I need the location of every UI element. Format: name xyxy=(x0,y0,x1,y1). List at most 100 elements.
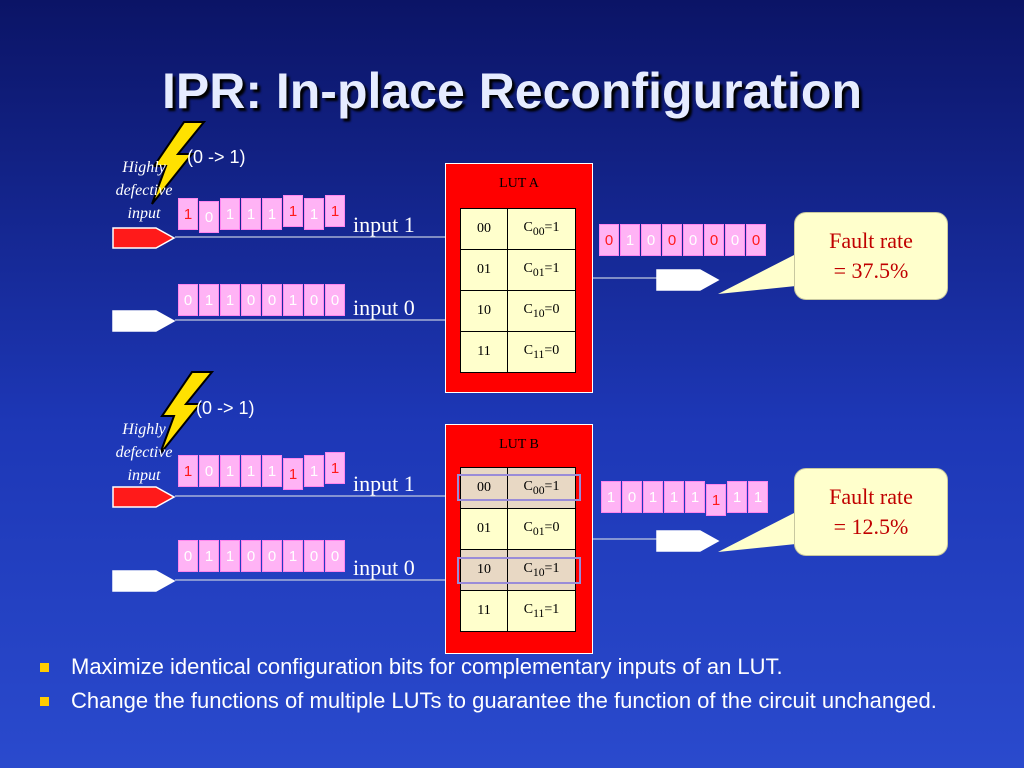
bit: 0 xyxy=(641,224,661,256)
bit: 0 xyxy=(599,224,619,256)
bit: 1 xyxy=(283,284,303,316)
defective-label: Highly defective input xyxy=(115,421,173,484)
lut-a: LUT A 00 C00=1 01 C01=1 10 C10=0 11 C11=… xyxy=(445,163,593,393)
output-arrow xyxy=(656,530,720,552)
bit: 0 xyxy=(262,284,282,316)
lut-row: 00 C00=1 xyxy=(460,208,576,250)
highlight-box xyxy=(457,557,581,584)
transition-label: (0 -> 1) xyxy=(196,398,255,418)
bit: 1 xyxy=(220,455,240,487)
bit: 1 xyxy=(643,481,663,513)
bit: 1 xyxy=(262,198,282,230)
input1-label: input 1 xyxy=(353,471,415,496)
bit: 1 xyxy=(685,481,705,513)
bit: 1 xyxy=(283,540,303,572)
bullet-marker xyxy=(40,663,49,672)
bit: 1 xyxy=(325,452,345,484)
lut-address: 11 xyxy=(460,331,508,373)
lut-config-bit: C00=1 xyxy=(507,208,576,250)
bit: 1 xyxy=(241,198,261,230)
lut-address: 10 xyxy=(460,549,508,591)
bit: 1 xyxy=(304,455,324,487)
lut-address: 00 xyxy=(460,208,508,250)
input0-arrow xyxy=(112,310,176,332)
bit: 0 xyxy=(304,540,324,572)
output-bits: 1 0 1 1 1 1 1 1 xyxy=(601,481,769,516)
bit: 1 xyxy=(304,198,324,230)
lightning-icon xyxy=(159,371,215,455)
output-arrow xyxy=(656,269,720,291)
defective-label: Highly defective input xyxy=(115,159,173,222)
bit: 0 xyxy=(178,540,198,572)
bit: 1 xyxy=(283,195,303,227)
input1-bits: 1 0 1 1 1 1 1 1 xyxy=(178,452,346,490)
bit: 0 xyxy=(241,284,261,316)
lut-row: 11 C11=0 xyxy=(460,331,576,373)
bullet-marker xyxy=(40,697,49,706)
bit: 1 xyxy=(178,198,198,230)
bit: 0 xyxy=(325,540,345,572)
lut-config-bit: C11=0 xyxy=(507,331,576,373)
callout-pointer xyxy=(718,254,796,294)
lut-table: 00 C00=1 01 C01=1 10 C10=0 11 C11=0 xyxy=(460,208,576,373)
transition-label: (0 -> 1) xyxy=(187,147,246,167)
input0-arrow xyxy=(112,570,176,592)
bit: 1 xyxy=(283,458,303,490)
input0-bits: 0 1 1 0 0 1 0 0 xyxy=(178,540,346,574)
bullet-text: Maximize identical configuration bits fo… xyxy=(71,654,783,679)
bit: 1 xyxy=(199,540,219,572)
input0-label: input 0 xyxy=(353,295,415,320)
lut-title: LUT B xyxy=(499,437,539,452)
bit: 1 xyxy=(620,224,640,256)
bit: 0 xyxy=(199,201,219,233)
bit: 0 xyxy=(704,224,724,256)
lut-address: 11 xyxy=(460,590,508,632)
lut-config-bit: C11=1 xyxy=(507,590,576,632)
bit: 1 xyxy=(748,481,768,513)
input0-label: input 0 xyxy=(353,555,415,580)
bit: 1 xyxy=(178,455,198,487)
lut-address: 01 xyxy=(460,249,508,291)
bullet-item: Change the functions of multiple LUTs to… xyxy=(40,688,1000,714)
bit: 1 xyxy=(220,540,240,572)
bit: 0 xyxy=(725,224,745,256)
fault-rate-callout: Fault rate = 12.5% xyxy=(794,468,948,556)
callout-pointer xyxy=(718,512,796,552)
bit: 1 xyxy=(325,195,345,227)
output-bits: 0 1 0 0 0 0 0 0 xyxy=(599,224,767,258)
lut-row: 01 C01=1 xyxy=(460,249,576,291)
bit: 1 xyxy=(706,484,726,516)
bit: 0 xyxy=(304,284,324,316)
bit: 0 xyxy=(325,284,345,316)
input0-bits: 0 1 1 0 0 1 0 0 xyxy=(178,284,346,318)
lut-config-bit: C10=0 xyxy=(507,290,576,332)
bit: 1 xyxy=(220,284,240,316)
lut-b: LUT B 00 C00=1 01 C01=0 10 C10=1 11 C11=… xyxy=(445,424,593,654)
bit: 1 xyxy=(199,284,219,316)
lut-address: 01 xyxy=(460,508,508,550)
input1-bits: 1 0 1 1 1 1 1 1 xyxy=(178,195,346,233)
fault-rate-callout: Fault rate = 37.5% xyxy=(794,212,948,300)
input1-arrow xyxy=(112,227,176,249)
bullet-item: Maximize identical configuration bits fo… xyxy=(40,654,1000,680)
bit: 0 xyxy=(262,540,282,572)
bit: 0 xyxy=(241,540,261,572)
highlight-box xyxy=(457,474,581,501)
bit: 1 xyxy=(220,198,240,230)
bit: 0 xyxy=(683,224,703,256)
slide-title: IPR: In-place Reconfiguration xyxy=(161,63,863,119)
bit: 0 xyxy=(622,481,642,513)
input1-arrow xyxy=(112,486,176,508)
bit: 0 xyxy=(178,284,198,316)
lut-title: LUT A xyxy=(499,176,539,191)
bit: 0 xyxy=(199,455,219,487)
input1-label: input 1 xyxy=(353,212,415,237)
bit: 1 xyxy=(727,481,747,513)
bit: 1 xyxy=(664,481,684,513)
lightning-icon xyxy=(151,121,207,205)
lut-table: 00 C00=1 01 C01=0 10 C10=1 11 C11=1 xyxy=(460,467,576,632)
bit: 0 xyxy=(662,224,682,256)
lut-row: 11 C11=1 xyxy=(460,590,576,632)
bit: 1 xyxy=(601,481,621,513)
